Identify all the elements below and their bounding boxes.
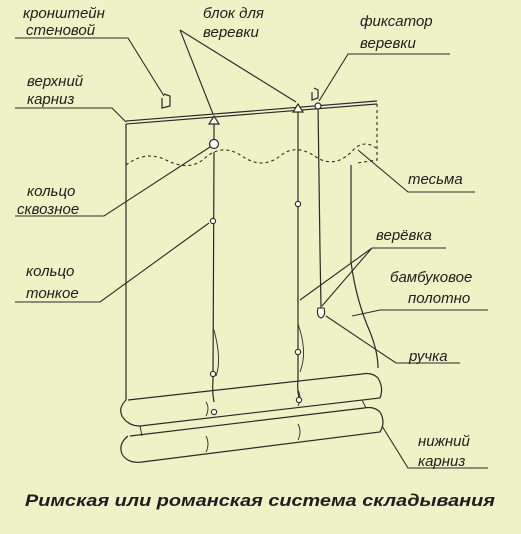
label-thin-ring-line1: кольцо <box>26 263 74 280</box>
label-rope-block-line2: веревки <box>203 24 259 41</box>
wall-bracket-2 <box>311 87 319 101</box>
caption: Римская или романская система складывани… <box>25 492 495 510</box>
thin-ring-3 <box>210 408 218 416</box>
rope-1 <box>212 118 215 403</box>
leader-rope-lock <box>318 53 450 102</box>
thin-ring-6 <box>295 396 303 404</box>
fold-lower-cut <box>205 423 301 453</box>
through-ring <box>208 138 220 150</box>
leader-bracket <box>15 37 165 97</box>
wall-bracket-1 <box>161 93 171 109</box>
label-through-ring-line2: сквозное <box>17 201 79 218</box>
label-handle: ручка <box>408 348 448 365</box>
fabric-crease-2 <box>297 323 304 373</box>
fold-upper <box>120 372 383 427</box>
thin-ring-4 <box>294 200 302 208</box>
fold-lower <box>120 406 384 463</box>
rope-2 <box>297 108 300 399</box>
leader-through-ring <box>15 146 211 217</box>
rope-lock-knob <box>314 102 322 110</box>
label-through-ring-line1: кольцо <box>27 183 75 200</box>
tape-wave <box>125 143 377 167</box>
leader-thin-ring <box>15 222 210 303</box>
label-bamboo-line1: бамбуковое <box>390 269 472 286</box>
fabric-right-edge <box>350 165 379 369</box>
leader-tape <box>357 149 475 193</box>
leader-rope <box>299 247 446 307</box>
label-rope-lock-line1: фиксатор <box>360 13 433 30</box>
leader-rope-block-2 <box>179 29 297 103</box>
label-bottom-rail-line1: нижний <box>418 433 471 450</box>
thin-ring-5 <box>294 348 302 356</box>
label-tape: тесьма <box>408 171 463 188</box>
rope-block-1 <box>207 114 221 125</box>
label-rope-block-line1: блок для <box>203 5 264 22</box>
thin-ring-2 <box>209 370 217 378</box>
label-bracket-line1: кронштейн <box>23 5 105 22</box>
leader-bamboo <box>351 309 488 317</box>
labels: кронштейн стеновой блок для веревки фикс… <box>17 5 472 470</box>
top-rail-depth <box>356 104 378 164</box>
label-bottom-rail-line2: карниз <box>418 453 465 470</box>
label-bamboo-line2: полотно <box>408 290 470 307</box>
thin-ring-1 <box>209 217 217 225</box>
fold-upper-cut <box>205 389 301 417</box>
leader-lines <box>15 29 488 469</box>
leader-handle <box>325 315 460 364</box>
fabric-crease-1 <box>213 329 219 377</box>
blind-drawing <box>120 87 384 463</box>
rope-block-2 <box>291 102 305 113</box>
label-rope: верёвка <box>376 227 432 244</box>
rope-pull <box>317 103 322 309</box>
leader-rope-block-1 <box>179 29 214 115</box>
leader-bottom-rail <box>381 425 488 469</box>
label-bracket-line2: стеновой <box>26 22 96 39</box>
top-rail <box>125 100 378 125</box>
leader-top-rail <box>15 107 127 123</box>
label-rope-lock-line2: веревки <box>360 35 416 52</box>
label-thin-ring-line2: тонкое <box>26 285 79 302</box>
label-top-rail-line1: верхний <box>27 73 84 90</box>
label-top-rail-line2: карниз <box>27 91 74 108</box>
fabric-between-folds <box>139 399 367 437</box>
pull-handle <box>316 307 326 319</box>
